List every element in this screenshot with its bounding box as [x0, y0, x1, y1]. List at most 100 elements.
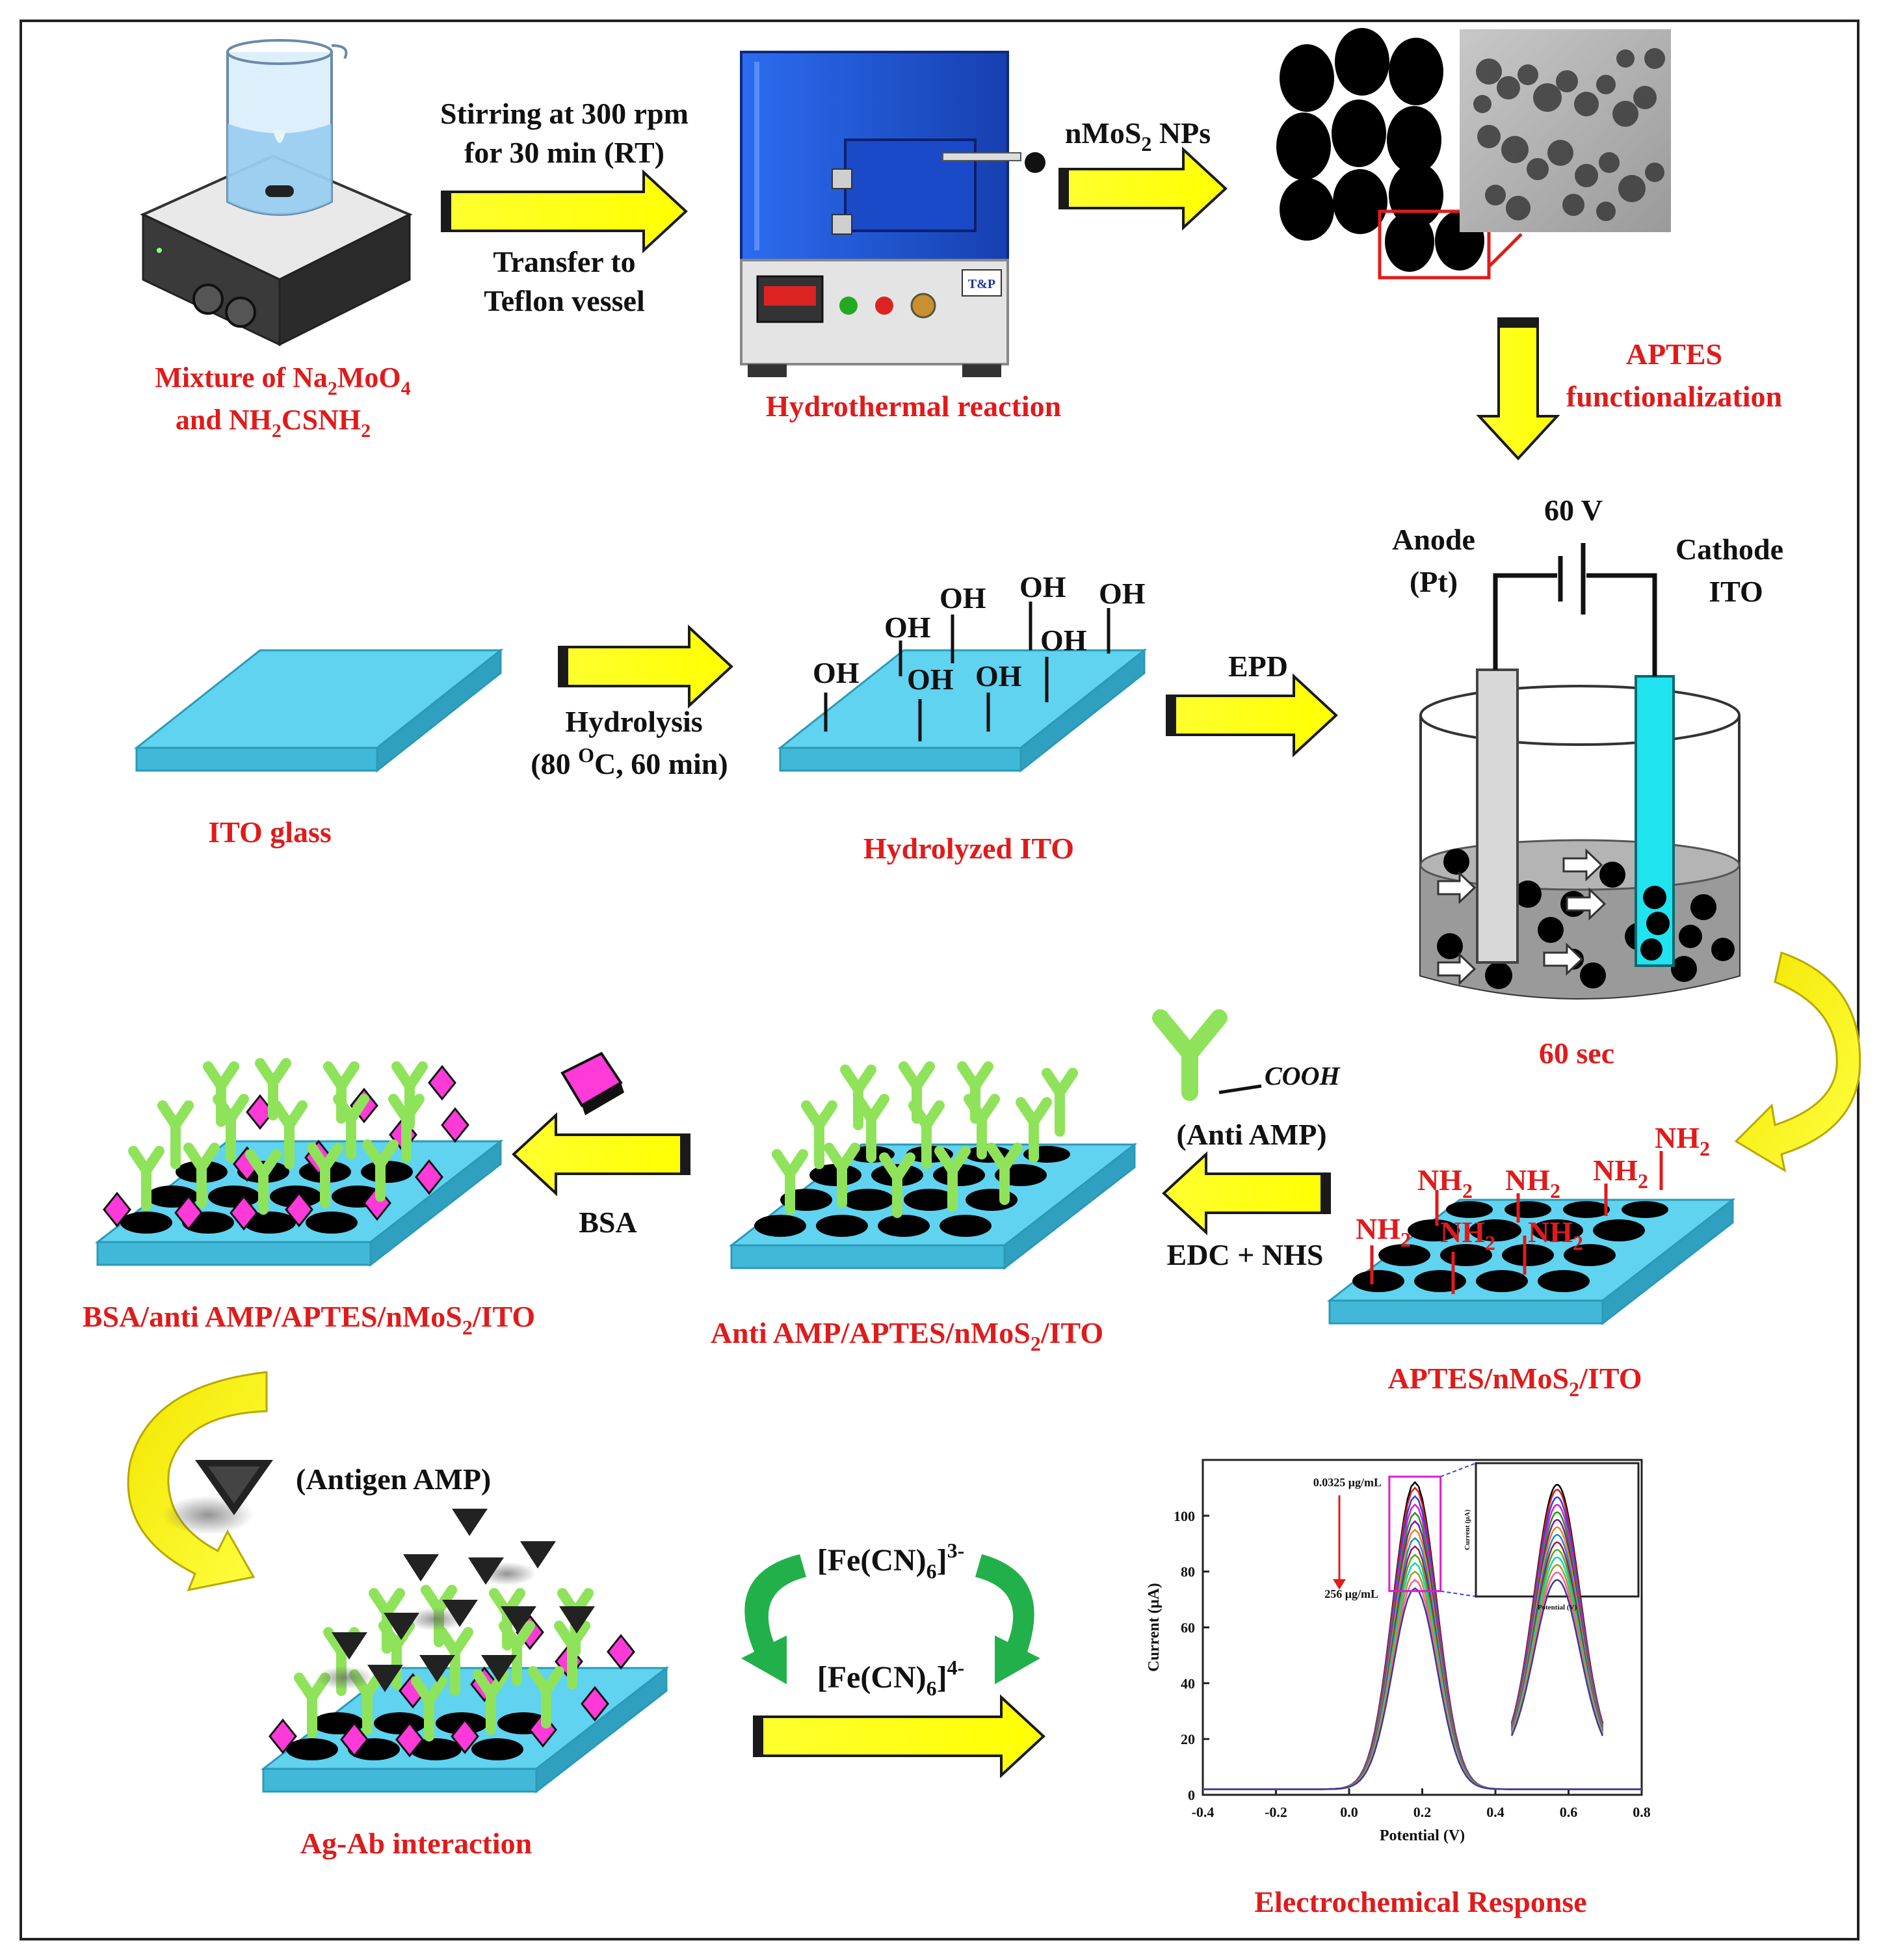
hydrolysis-text: Hydrolysis [565, 705, 702, 738]
figure-frame [20, 20, 1859, 1940]
voltage-label: 60 V [1544, 494, 1603, 527]
y-tick-label: 100 [1174, 1508, 1195, 1524]
aptes-nmos2-ito-slab [1326, 1151, 1736, 1326]
antibody-icon [1152, 1009, 1262, 1101]
svg-text:OH: OH [975, 659, 1022, 693]
hydrolyzed-ito-slab [777, 602, 1148, 773]
x-axis-label: Potential (V) [1380, 1827, 1465, 1844]
svg-text:T&P: T&P [968, 277, 995, 291]
arrow-stirring [441, 169, 688, 254]
zoom-box [1388, 1476, 1442, 1593]
svg-text:NH2: NH2 [1356, 1212, 1411, 1251]
transfer-text-1: Transfer to [493, 245, 635, 278]
antigen-amp-label: (Antigen AMP) [296, 1463, 491, 1496]
x-tick-label: 0.6 [1560, 1804, 1578, 1820]
bsa-antiamp-ito-slab [94, 1058, 504, 1267]
inset-y-label: Current (μA) [1464, 1509, 1471, 1550]
inset-curve [1510, 1579, 1604, 1736]
svg-text:OH: OH [1099, 577, 1146, 610]
x-tick-label: 0.0 [1340, 1804, 1358, 1820]
hydrothermal-label: Hydrothermal reaction [766, 390, 1061, 423]
y-tick-label: 40 [1181, 1675, 1195, 1691]
curved-arrow-right [1734, 951, 1861, 1173]
stirring-text-2: for 30 min (RT) [464, 136, 664, 169]
epd-text: EPD [1228, 650, 1288, 683]
arrow-edc-nhs [1162, 1151, 1331, 1236]
oh-groups: OH OH OH OH OH OH OH OH [813, 570, 1146, 696]
electrochemical-response-label: Electrochemical Response [1254, 1885, 1586, 1918]
svg-text:NH2: NH2 [1440, 1215, 1495, 1254]
svg-text:NH2: NH2 [1593, 1154, 1648, 1193]
svg-text:NH2: NH2 [1655, 1121, 1710, 1160]
cathode-label-1: Cathode [1675, 533, 1783, 566]
y-tick-label: 20 [1181, 1731, 1195, 1747]
magnetic-stirrer-illustration [140, 39, 413, 347]
redox-cycle [741, 1554, 1040, 1684]
mixture-label-line2: and NH2CSNH2 [176, 404, 371, 442]
y-axis-label: Current (μA) [1146, 1583, 1163, 1671]
zoom-line [1440, 1590, 1477, 1597]
ito-glass-slab [133, 648, 504, 773]
arrow-to-response [753, 1694, 1045, 1779]
ito-glass-label: ITO glass [208, 815, 332, 849]
bsa-text: BSA [579, 1206, 637, 1239]
anti-amp-label: (Anti AMP) [1176, 1118, 1326, 1151]
arrow-hydrolysis [558, 624, 733, 709]
svg-text:NH2: NH2 [1417, 1163, 1473, 1202]
ferrocyanide-label: [Fe(CN)6]4- [817, 1656, 965, 1700]
svg-text:OH: OH [813, 656, 860, 689]
antiamp-ito-slab [728, 1061, 1138, 1271]
bsa-antiamp-ito-label: BSA/anti AMP/APTES/nMoS2/ITO [83, 1300, 535, 1339]
svg-text:OH: OH [940, 581, 986, 615]
tem-micrograph [1460, 29, 1671, 232]
epd-time-label: 60 sec [1539, 1037, 1614, 1070]
x-tick-label: -0.2 [1265, 1804, 1287, 1820]
nmos2-nps-text: nMoS2 NPs [1065, 116, 1211, 155]
ag-ab-interaction-slab [260, 1509, 670, 1794]
arrow-nmos2 [1058, 146, 1228, 231]
hydrothermal-furnace-illustration: T&P [740, 51, 1045, 377]
ag-ab-interaction-label: Ag-Ab interaction [300, 1827, 532, 1860]
svg-text:NH2: NH2 [1505, 1163, 1560, 1202]
arrow-epd [1166, 673, 1338, 758]
x-tick-label: 0.4 [1486, 1804, 1505, 1820]
antigen-icon [163, 1460, 273, 1535]
arrow-aptes-functionalization [1476, 317, 1560, 460]
y-tick-label: 60 [1181, 1620, 1195, 1636]
inset-x-label: Potential (V) [1538, 1604, 1577, 1611]
epd-cell [1419, 543, 1741, 1000]
aptes-func-text-1: APTES [1626, 338, 1722, 371]
nh2-groups: NH2 NH2 NH2 NH2 NH2 NH2 NH2 [1356, 1121, 1710, 1254]
bsa-icon [560, 1052, 624, 1115]
concentration-arrow-head [1333, 1579, 1346, 1590]
svg-text:NH2: NH2 [1528, 1215, 1583, 1254]
x-tick-label: -0.4 [1192, 1804, 1215, 1820]
anode-label-1: Anode [1392, 523, 1475, 556]
hydrolyzed-ito-label: Hydrolyzed ITO [863, 832, 1074, 865]
svg-text:OH: OH [884, 611, 931, 644]
x-tick-label: 0.8 [1633, 1804, 1651, 1820]
edc-nhs-text: EDC + NHS [1167, 1238, 1324, 1271]
nanoparticle-cluster [1276, 28, 1523, 280]
svg-text:OH: OH [907, 663, 954, 696]
ferricyanide-label: [Fe(CN)6]3- [817, 1539, 965, 1583]
annotation-bottom: 256 μg/mL [1324, 1587, 1378, 1600]
y-tick-label: 0 [1188, 1787, 1195, 1803]
arrow-bsa [512, 1112, 690, 1197]
transfer-text-2: Teflon vessel [484, 284, 644, 317]
aptes-nmos2-ito-label: APTES/nMoS2/ITO [1388, 1362, 1642, 1401]
annotation-top: 0.0325 μg/mL [1313, 1476, 1382, 1489]
x-tick-label: 0.2 [1413, 1804, 1432, 1820]
svg-text:OH: OH [1019, 570, 1066, 603]
inset-frame [1475, 1462, 1640, 1598]
cathode-label-2: ITO [1709, 575, 1763, 608]
dpv-curve [1203, 1587, 1642, 1790]
svg-text:OH: OH [1040, 624, 1087, 657]
curved-arrow-left [127, 1371, 268, 1592]
antiamp-ito-label: Anti AMP/APTES/nMoS2/ITO [711, 1316, 1103, 1355]
stirring-text-1: Stirring at 300 rpm [440, 97, 689, 130]
anode-label-2: (Pt) [1410, 565, 1458, 598]
aptes-func-text-2: functionalization [1566, 380, 1782, 413]
